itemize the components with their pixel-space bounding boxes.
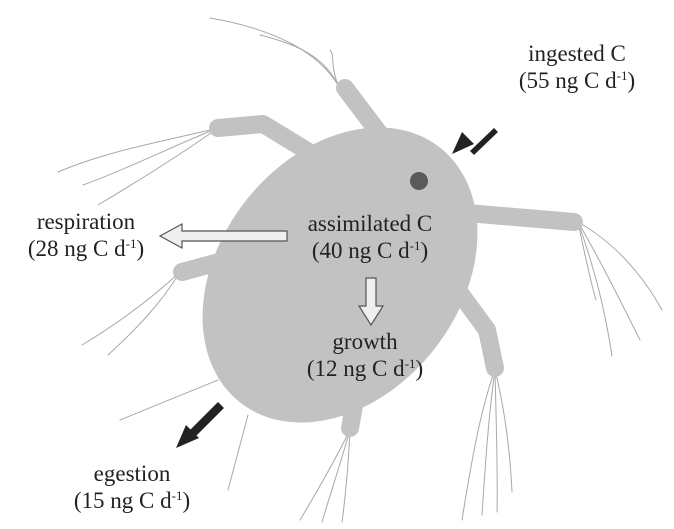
respiration-title: respiration	[6, 208, 166, 235]
leg-bristle	[58, 128, 218, 172]
growth-label: growth (12 ng C d-1)	[285, 328, 445, 382]
egestion-title: egestion	[52, 460, 212, 487]
eye	[410, 172, 428, 190]
antenna-bristle	[260, 35, 338, 85]
respiration-value: (28 ng C d-1)	[28, 236, 144, 261]
ingested-label: ingested C (55 ng C d-1)	[497, 40, 657, 94]
egestion-arrow-shaft	[190, 402, 224, 436]
leg-bristle	[300, 430, 350, 520]
assimilated-title: assimilated C	[290, 210, 450, 237]
leg-bristle	[98, 128, 218, 205]
egestion-value: (15 ng C d-1)	[74, 488, 190, 513]
assimilated-label: assimilated C (40 ng C d-1)	[290, 210, 450, 264]
leg-bristle	[578, 222, 640, 340]
assimilated-value: (40 ng C d-1)	[312, 238, 428, 263]
leg-bristle	[82, 272, 180, 345]
growth-title: growth	[285, 328, 445, 355]
leg-bristle	[322, 430, 350, 522]
egestion-label: egestion (15 ng C d-1)	[52, 460, 212, 514]
growth-value: (12 ng C d-1)	[307, 356, 423, 381]
leg-bristle	[462, 370, 495, 520]
leg-bristle	[482, 370, 495, 515]
tail-seta	[228, 415, 248, 490]
tail-seta	[120, 380, 218, 420]
antenna-bristle	[210, 18, 338, 85]
leg-bristle	[108, 272, 180, 355]
leg-bristle	[495, 370, 497, 512]
ingested-value: (55 ng C d-1)	[519, 68, 635, 93]
leg-bristle	[578, 222, 662, 310]
respiration-label: respiration (28 ng C d-1)	[6, 208, 166, 262]
ingested-title: ingested C	[497, 40, 657, 67]
ingested-arrow-shaft	[470, 128, 498, 155]
leg-bristle	[578, 222, 596, 300]
